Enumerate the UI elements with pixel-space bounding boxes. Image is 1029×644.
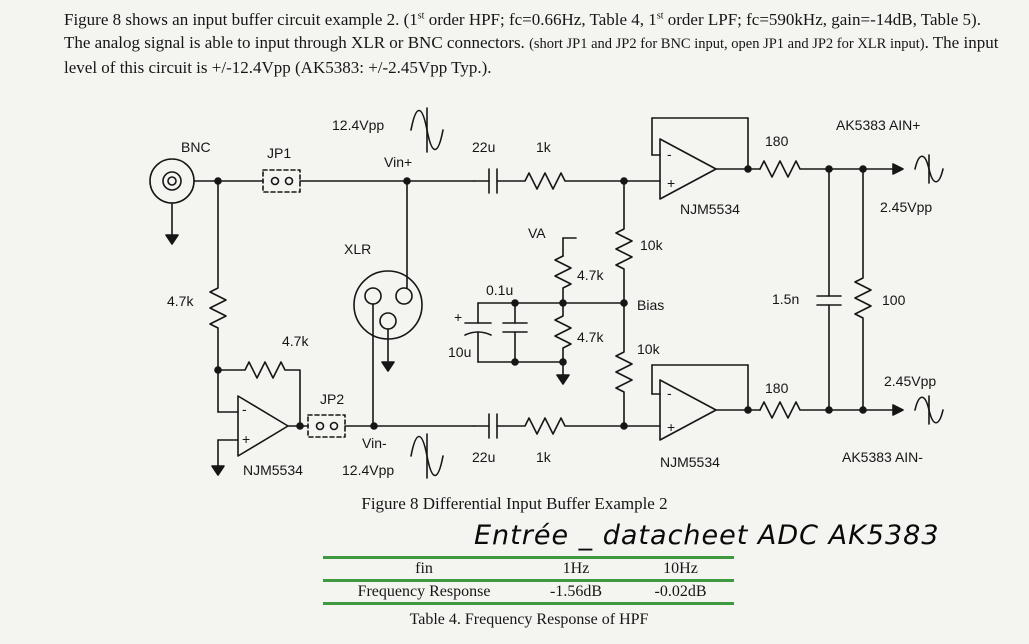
label-opamp-top-minus: - [667, 146, 672, 162]
label-r-10k-top: 10k [640, 237, 664, 253]
label-va: VA [528, 225, 546, 241]
table-row: fin 1Hz 10Hz [323, 557, 734, 581]
capacitor-1n5 [816, 168, 842, 411]
label-opamp-bottom-minus: - [667, 385, 672, 401]
label-vin-plus: Vin+ [384, 154, 412, 170]
xlr-connector [353, 180, 423, 427]
table-cell: 1Hz [562, 560, 590, 577]
table-cell: fin [415, 560, 433, 577]
top-input-wire [193, 177, 475, 185]
table-row: Frequency Response -1.56dB -0.02dB [323, 581, 734, 604]
jp2-jumper [307, 414, 475, 438]
label-opamp-left: NJM5534 [243, 462, 303, 478]
intro-text-1: Figure 8 shows an input buffer circuit e… [64, 10, 418, 29]
label-jp1: JP1 [267, 145, 291, 161]
label-c-out: 1.5n [772, 291, 799, 307]
label-c-bias: 0.1u [486, 282, 513, 298]
label-jp2: JP2 [320, 391, 344, 407]
table-cell: -1.56dB [550, 583, 602, 600]
intro-sup-1: st [417, 10, 425, 22]
resistor-10k-bottom [615, 302, 633, 427]
label-bias: Bias [637, 297, 664, 313]
table-cell: 10Hz [663, 560, 698, 577]
opamp-left [237, 395, 309, 457]
sine-symbol-input-top [410, 107, 444, 153]
label-c-top: 22u [472, 139, 495, 155]
figure-caption: Figure 8 Differential Input Buffer Examp… [361, 494, 668, 513]
label-opamp-bottom: NJM5534 [660, 454, 720, 470]
label-r-10k-bottom: 10k [637, 341, 661, 357]
label-c-bias-big: 10u [448, 344, 471, 360]
label-vpp-out-bottom: 2.45Vpp [884, 373, 936, 389]
table-cell: -0.02dB [654, 583, 707, 600]
label-r-4k7-feedback: 4.7k [282, 333, 309, 349]
output-arrow-bottom [892, 404, 904, 416]
intro-jumper-note: (short JP1 and JP2 for BNC input, open J… [529, 36, 925, 52]
label-vpp-in-bottom: 12.4Vpp [342, 462, 394, 478]
label-opamp-left-minus: - [242, 401, 247, 417]
label-ain-plus: AK5383 AIN+ [836, 117, 920, 133]
label-plus-sign-cap: + [454, 309, 462, 325]
intro-text-3: order LPF; fc=590kHz, gain=-14dB, Table … [64, 10, 981, 52]
label-r-bias-lower: 4.7k [577, 329, 604, 345]
label-r-top: 1k [536, 139, 552, 155]
label-opamp-top: NJM5534 [680, 201, 740, 217]
intro-text-2: order HPF; fc=0.66Hz, Table 4, 1 [424, 10, 657, 29]
sine-symbol-input-bottom [410, 433, 444, 479]
label-vpp-out-top: 2.45Vpp [880, 199, 932, 215]
intro-text-4: . The input level of this circuit is +/-… [64, 33, 999, 77]
table-caption: Table 4. Frequency Response of HPF [409, 611, 649, 628]
resistor-180-top [759, 160, 894, 178]
resistor-100 [854, 168, 872, 411]
label-bnc: BNC [181, 139, 211, 155]
label-c-bottom: 22u [472, 449, 495, 465]
hpf-bottom [473, 413, 661, 439]
label-vpp-in-top: 12.4Vpp [332, 117, 384, 133]
sine-symbol-output-top [914, 154, 944, 184]
resistor-10k-top [615, 180, 633, 307]
intro-sup-2: st [656, 10, 664, 22]
label-xlr: XLR [344, 241, 371, 257]
resistor-180-bottom [759, 401, 894, 419]
resistor-4k7-left [209, 180, 227, 374]
handwritten-note: Entrée _ datacheet ADC AK5383 [474, 520, 940, 551]
jp1-jumper [262, 169, 301, 193]
table-cell: Frequency Response [357, 583, 491, 600]
label-ain-minus: AK5383 AIN- [842, 449, 923, 465]
label-opamp-top-plus: + [667, 175, 675, 191]
label-r-out-top: 180 [765, 133, 789, 149]
label-vin-minus: Vin- [362, 435, 387, 451]
label-opamp-left-plus: + [242, 431, 250, 447]
bias-network [464, 237, 625, 385]
label-r-out-shunt: 100 [882, 292, 906, 308]
label-opamp-bottom-plus: + [667, 419, 675, 435]
output-arrow-top [892, 163, 904, 175]
opamp-bottom [651, 364, 761, 441]
hpf-top [473, 168, 661, 194]
sine-symbol-output-bottom [914, 395, 944, 425]
intro-paragraph: Figure 8 shows an input buffer circuit e… [64, 8, 1004, 79]
opamp-top [651, 117, 761, 200]
resistor-4k7-feedback [211, 361, 301, 476]
label-r-4k7-left: 4.7k [167, 293, 194, 309]
label-r-out-bottom: 180 [765, 380, 789, 396]
label-r-bias-upper: 4.7k [577, 267, 604, 283]
bnc-connector [149, 158, 195, 245]
label-r-bottom: 1k [536, 449, 552, 465]
hpf-response-table: fin 1Hz 10Hz Frequency Response -1.56dB … [323, 556, 734, 605]
